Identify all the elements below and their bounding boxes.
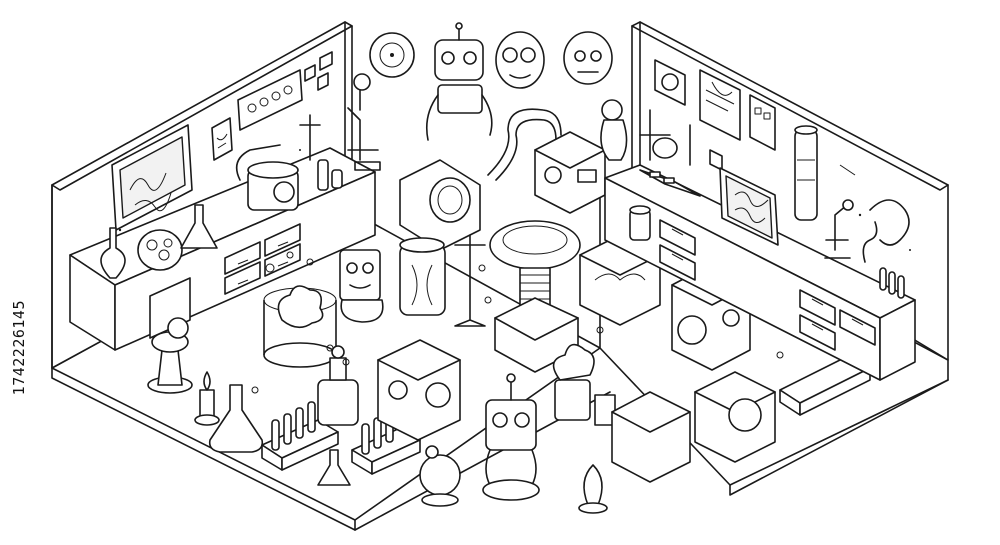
flame-bulb [578, 464, 608, 514]
furnace-machine [534, 131, 606, 214]
center-robot [482, 373, 540, 501]
floating-head-goggles [495, 31, 545, 89]
small-reactor-tank [399, 237, 446, 316]
floating-head-zombie [563, 31, 613, 85]
canister-bottle [317, 345, 359, 426]
right-counter [604, 164, 916, 381]
filter-cabinet [377, 339, 461, 441]
tesla-coil [489, 220, 581, 373]
scientist-figure [600, 99, 628, 161]
right-counter-items [639, 109, 905, 299]
wall-heater-right [629, 205, 651, 241]
flask-small [317, 449, 351, 486]
test-tube-rack-left [261, 401, 339, 471]
big-flask-left [208, 384, 264, 453]
wall-clock [369, 32, 415, 78]
tube-pipe [487, 108, 562, 181]
wall-picture-left [211, 117, 233, 161]
globe-gauge [419, 445, 461, 507]
candle-burner [194, 371, 220, 426]
floating-robot [425, 22, 493, 141]
wall-chart [237, 69, 303, 131]
wall-monitor-left [111, 124, 193, 231]
stock-image-id: 1742226145 [10, 300, 28, 396]
wall-tiles [304, 51, 333, 91]
smoke-pump [552, 343, 616, 426]
hand-box-creature [339, 249, 384, 323]
counter-items-left [100, 73, 381, 279]
glass-cubes-right [611, 371, 776, 483]
retort-stand [454, 234, 486, 327]
heating-mantle [399, 159, 481, 251]
right-wall-items [654, 59, 910, 246]
pedestal-lamp [147, 317, 193, 394]
bench-cart [779, 354, 871, 416]
floor-debris [251, 251, 784, 394]
test-tube-rack-right [351, 411, 421, 475]
